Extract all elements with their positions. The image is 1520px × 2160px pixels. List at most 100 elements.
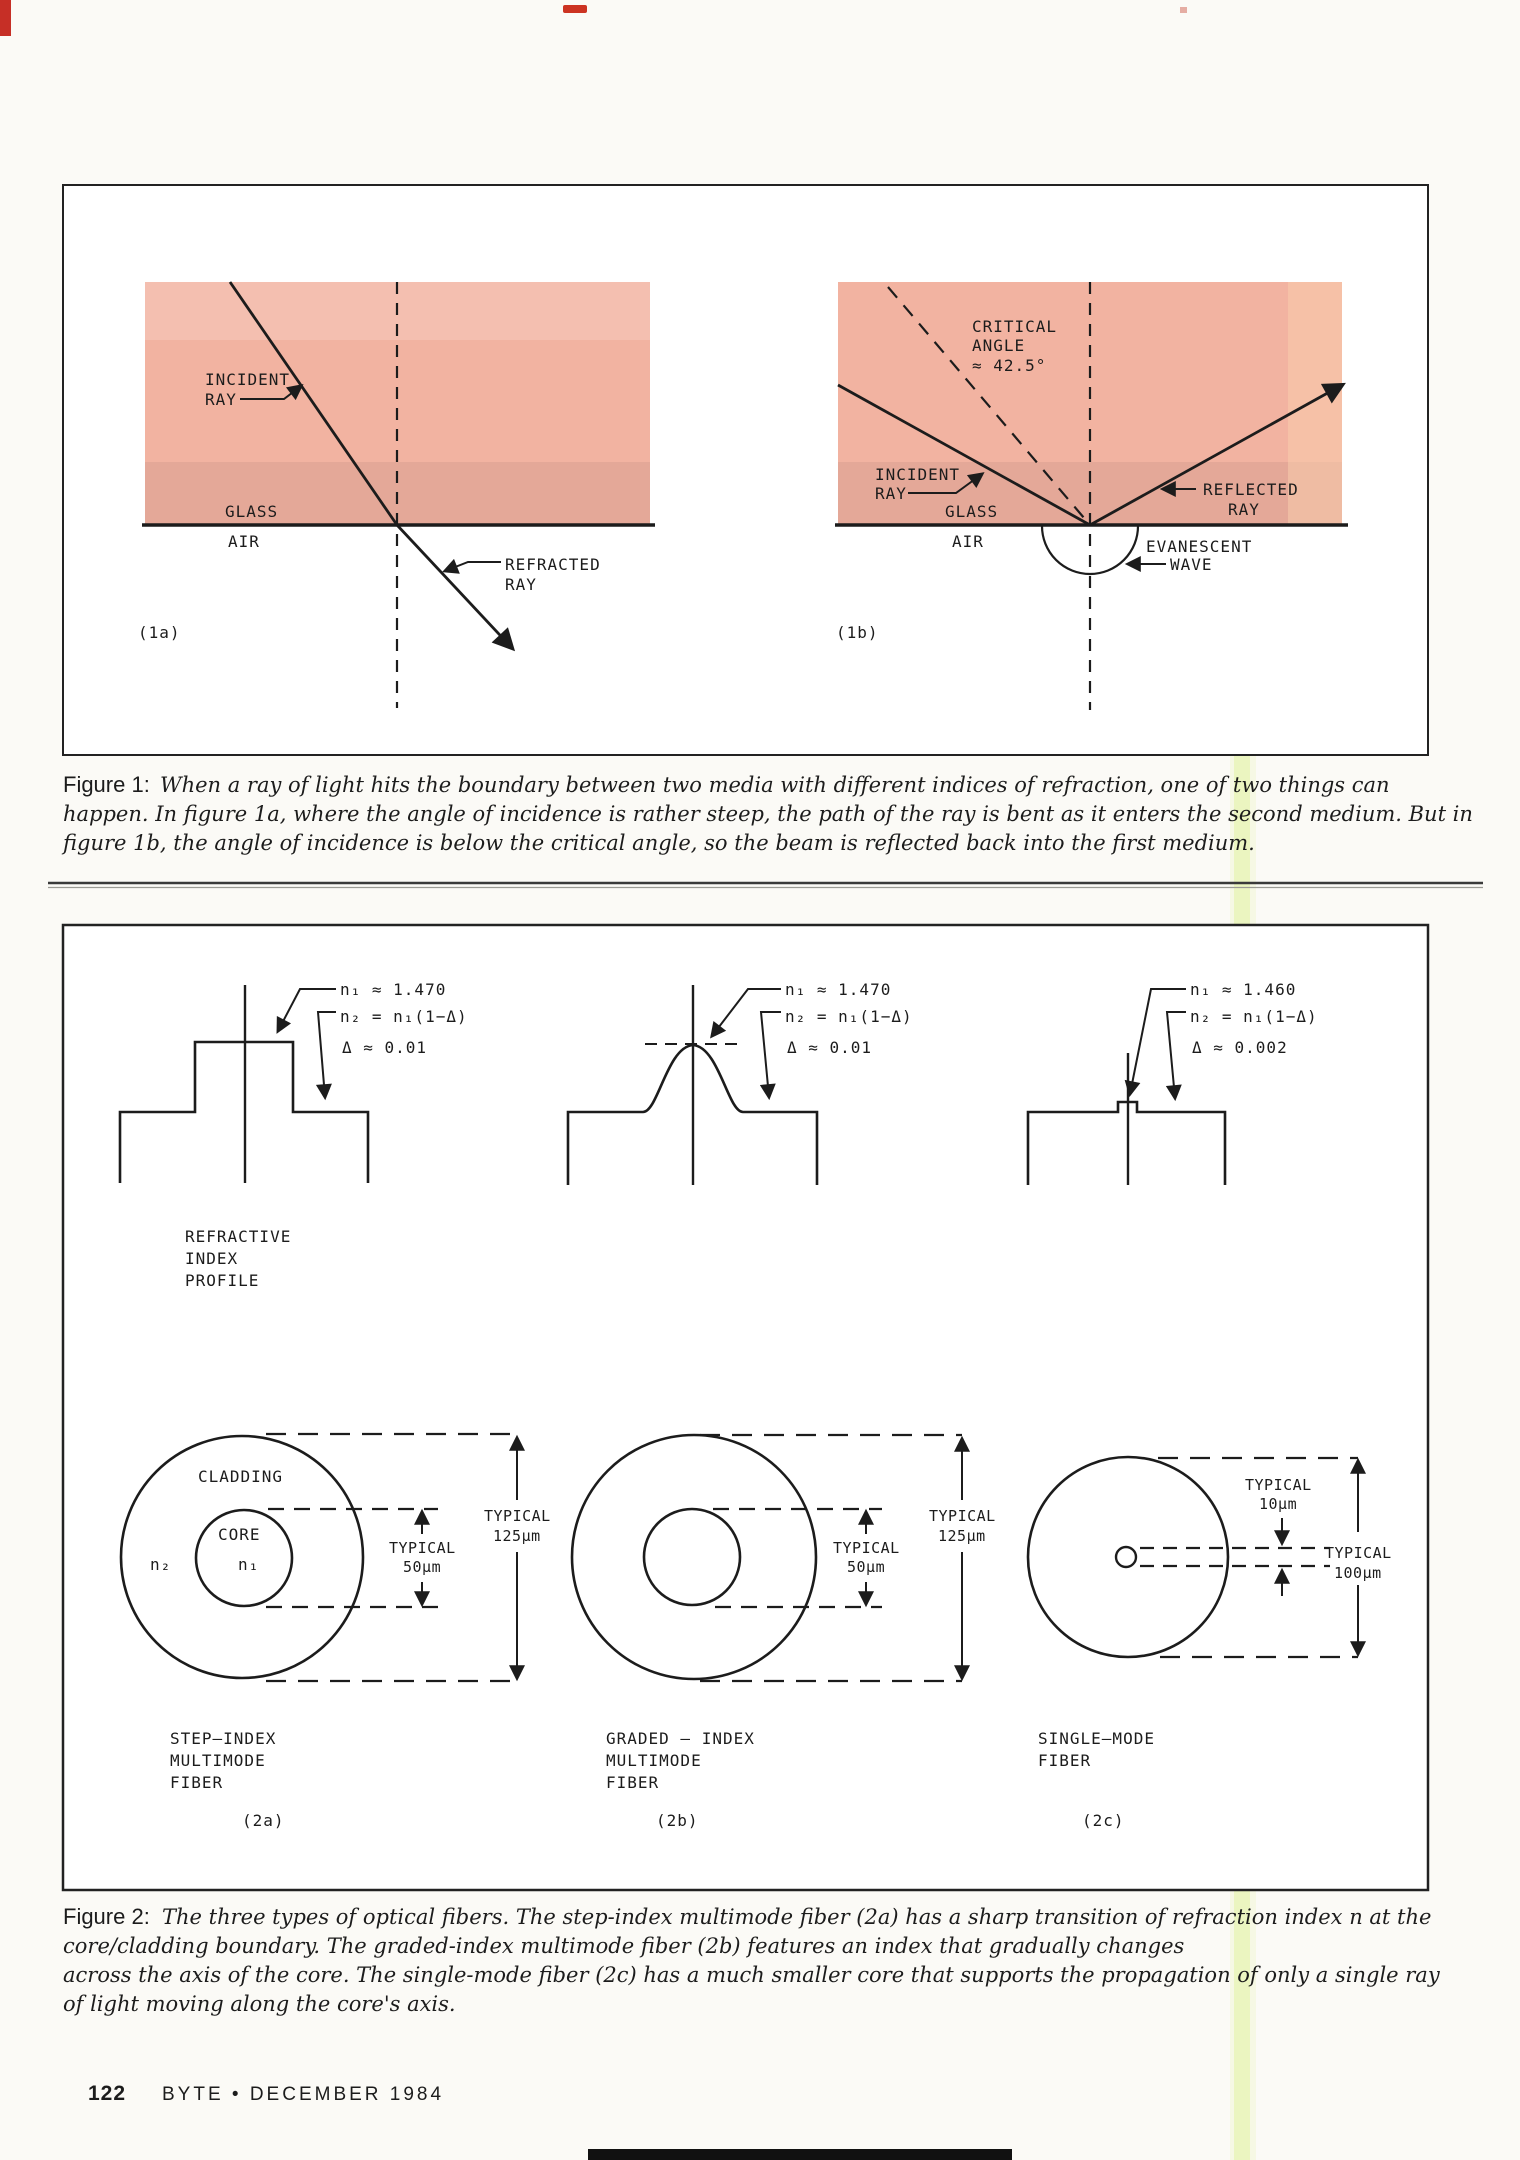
incident-ray-label-1b: INCIDENT: [875, 465, 960, 484]
incident-ray-1a: [228, 281, 399, 526]
n2-formula-2c: n₂ = n₁(1−Δ): [1190, 1007, 1318, 1026]
core-dim-value-2b: 50μm: [847, 1558, 885, 1576]
step-index-profile-curve: [118, 1040, 370, 1183]
figure1-caption-line: happen. In figure 1a, where the angle of…: [63, 802, 1473, 826]
n1-leader-2c: [1124, 988, 1186, 1098]
evanescent-wave-label-1b: WAVE: [1170, 555, 1213, 574]
refracted-ray-1a: [395, 524, 516, 652]
core-circle-2c: [1114, 1545, 1138, 1569]
evanescent-wave-arc-1b: [1040, 525, 1140, 576]
section-tag-2b: (2b): [656, 1811, 699, 1830]
figure1-caption: Figure 1: When a ray of light hits the b…: [61, 772, 1473, 855]
fiber-name-2a: MULTIMODE: [170, 1751, 266, 1770]
figure1-caption-line: When a ray of light hits the boundary be…: [160, 773, 1390, 797]
delta-value-2c: Δ ≈ 0.002: [1192, 1038, 1288, 1057]
fiber-name-2b: GRADED – INDEX: [606, 1729, 755, 1748]
delta-value-2b: Δ ≈ 0.01: [787, 1038, 872, 1057]
refracted-ray-leader-1a: [442, 558, 501, 574]
incident-ray-label-1b: RAY: [875, 484, 907, 503]
figure1-caption-label: Figure 1:: [63, 772, 150, 797]
cladding-circle-2a: [119, 1434, 365, 1680]
scan-mark-red-dot: [1180, 7, 1187, 13]
outer-dim-value-2b: 125μm: [938, 1527, 986, 1545]
figure2-caption-line: The three types of optical fibers. The s…: [162, 1905, 1431, 1929]
n2-formula-2a: n₂ = n₁(1−Δ): [340, 1007, 468, 1026]
cladding-circle-2b: [570, 1433, 818, 1681]
reflected-ray-label-1b: RAY: [1228, 500, 1260, 519]
core-dim-value-2c: 10μm: [1259, 1495, 1297, 1513]
section-tag-2a: (2a): [242, 1811, 285, 1830]
critical-angle-label-1b: ANGLE: [972, 336, 1025, 355]
n1-leader-2a: [276, 988, 336, 1034]
single-mode-profile-curve: [1026, 1100, 1227, 1185]
outer-dim-label-2c: TYPICAL: [1325, 1544, 1392, 1562]
refracted-ray-label-1a: RAY: [505, 575, 537, 594]
refractive-index-profile-label: REFRACTIVE: [185, 1227, 291, 1246]
incident-ray-leader-1b: [908, 472, 985, 494]
panel-tag-1b: (1b): [836, 623, 879, 642]
figure2-caption-line: of light moving along the core's axis.: [63, 1992, 456, 2016]
fiber-name-2a: STEP–INDEX: [170, 1729, 276, 1748]
panel-tag-1a: (1a): [138, 623, 181, 642]
refractive-index-profile-label: PROFILE: [185, 1271, 259, 1290]
glass-label-1a: GLASS: [225, 502, 278, 521]
refracted-ray-label-1a: REFRACTED: [505, 555, 601, 574]
glass-slab-1b: [838, 282, 1342, 525]
fiber-name-2b: FIBER: [606, 1773, 659, 1792]
incident-ray-label-1a: INCIDENT: [205, 370, 290, 389]
figure2-caption-label: Figure 2:: [63, 1904, 150, 1929]
outer-dim-label-2b: TYPICAL: [929, 1507, 996, 1525]
fiber-name-2c: SINGLE–MODE: [1038, 1729, 1155, 1748]
core-circle-2b: [642, 1507, 742, 1607]
critical-angle-value-1b: ≈ 42.5°: [972, 356, 1046, 375]
figure2-index-profiles: n₁ ≈ 1.470 n₂ = n₁(1−Δ) Δ ≈ 0.01 REFRACT…: [118, 980, 1318, 1290]
figure2-cross-sections: CLADDING CORE n₁ n₂ TYPICAL 50μm TYPICAL…: [119, 1432, 1392, 1830]
critical-angle-label-1b: CRITICAL: [972, 317, 1057, 336]
incident-ray-leader-1a: [240, 384, 304, 401]
core-circle-2a: [194, 1508, 294, 1608]
figure1-panel-1b: CRITICAL ANGLE ≈ 42.5° INCIDENT RAY GLAS…: [835, 282, 1348, 710]
n1-value-2b: n₁ ≈ 1.470: [785, 980, 891, 999]
figure2-frame: [61, 923, 1430, 1892]
delta-value-2a: Δ ≈ 0.01: [342, 1038, 427, 1057]
reflected-ray-1b: [1089, 382, 1346, 527]
n2-leader-2a: [315, 1011, 336, 1101]
scan-mark-red-top: [563, 5, 587, 13]
core-n1-label-2a: n₁: [238, 1555, 259, 1574]
reflected-ray-label-1b: REFLECTED: [1203, 480, 1299, 499]
critical-angle-line-1b: [887, 286, 1091, 526]
n1-value-2a: n₁ ≈ 1.470: [340, 980, 446, 999]
outer-dim-label-2a: TYPICAL: [484, 1507, 551, 1525]
figure2-caption: Figure 2: The three types of optical fib…: [63, 1904, 1441, 2016]
cladding-label-2a: CLADDING: [198, 1467, 283, 1486]
glass-slab-1a: [145, 282, 650, 525]
page-footer: 122 BYTE • DECEMBER 1984: [88, 2082, 444, 2105]
outer-dim-value-2c: 100μm: [1334, 1564, 1382, 1582]
fiber-name-2b: MULTIMODE: [606, 1751, 702, 1770]
fiber-name-2a: FIBER: [170, 1773, 223, 1792]
incident-ray-label-1a: RAY: [205, 390, 237, 409]
core-dim-label-2c: TYPICAL: [1245, 1476, 1312, 1494]
air-label-1a: AIR: [228, 532, 260, 551]
incident-ray-1b: [837, 383, 1091, 527]
n1-leader-2b: [710, 988, 781, 1039]
cladding-n2-label-2a: n₂: [150, 1555, 171, 1574]
page-number: 122: [88, 2082, 126, 2105]
core-dim-value-2a: 50μm: [403, 1558, 441, 1576]
fiber-name-2c: FIBER: [1038, 1751, 1091, 1770]
n2-formula-2b: n₂ = n₁(1−Δ): [785, 1007, 913, 1026]
figure2-caption-line: core/cladding boundary. The graded-index…: [63, 1934, 1185, 1958]
n2-leader-2c: [1165, 1011, 1186, 1102]
core-dim-label-2a: TYPICAL: [389, 1539, 456, 1557]
cladding-circle-2c: [1026, 1455, 1230, 1659]
core-label-2a: CORE: [218, 1525, 261, 1544]
magazine-footer: BYTE • DECEMBER 1984: [162, 2084, 444, 2105]
figure1-caption-line: figure 1b, the angle of incidence is bel…: [61, 831, 1255, 855]
figure2-caption-line: across the axis of the core. The single-…: [63, 1963, 1441, 1987]
n2-leader-2b: [759, 1011, 781, 1101]
outer-dim-value-2a: 125μm: [493, 1527, 541, 1545]
figure1-panel-1a: INCIDENT RAY GLASS AIR REFRACTED RAY (1a…: [138, 281, 655, 708]
evanescent-wave-label-1b: EVANESCENT: [1146, 537, 1252, 556]
